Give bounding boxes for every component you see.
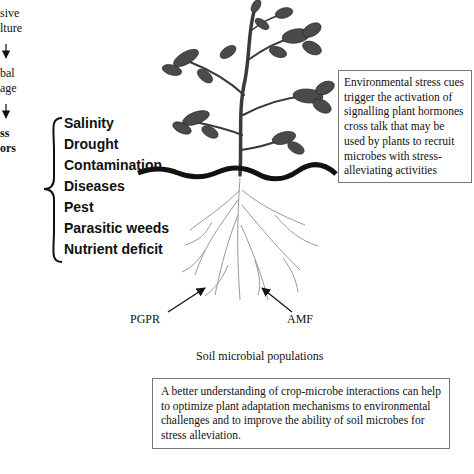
note-box: Environmental stress cues trigger the ac… xyxy=(338,70,472,183)
stress-factor: Parasitic weeds xyxy=(64,220,214,238)
stress-factor: Drought xyxy=(64,136,214,154)
stress-factor: Nutrient deficit xyxy=(64,241,214,259)
summary-box: A better understanding of crop-microbe i… xyxy=(152,378,450,449)
root-system xyxy=(182,178,318,300)
box-text: A better understanding of crop-microbe i… xyxy=(161,384,443,443)
microbe-label: AMF xyxy=(287,312,337,327)
curly-brace xyxy=(44,118,62,262)
stress-factor: Salinity xyxy=(64,115,214,133)
cropped-note: bal age xyxy=(0,66,26,96)
microbe-arrows xyxy=(168,288,292,312)
box-text: Environmental stress cues trigger the ac… xyxy=(344,75,468,178)
stress-factor: Diseases xyxy=(64,178,214,196)
cropped-note: ss ors xyxy=(0,126,24,156)
plant-leaves xyxy=(161,0,337,157)
stress-factor: Pest xyxy=(64,199,214,217)
microbe-label: PGPR xyxy=(130,312,190,327)
cropped-note: sive lture xyxy=(0,6,30,36)
soil-surface xyxy=(138,165,336,179)
caption-label: Soil microbial populations xyxy=(196,349,356,364)
stress-factor: Contamination xyxy=(64,157,214,175)
